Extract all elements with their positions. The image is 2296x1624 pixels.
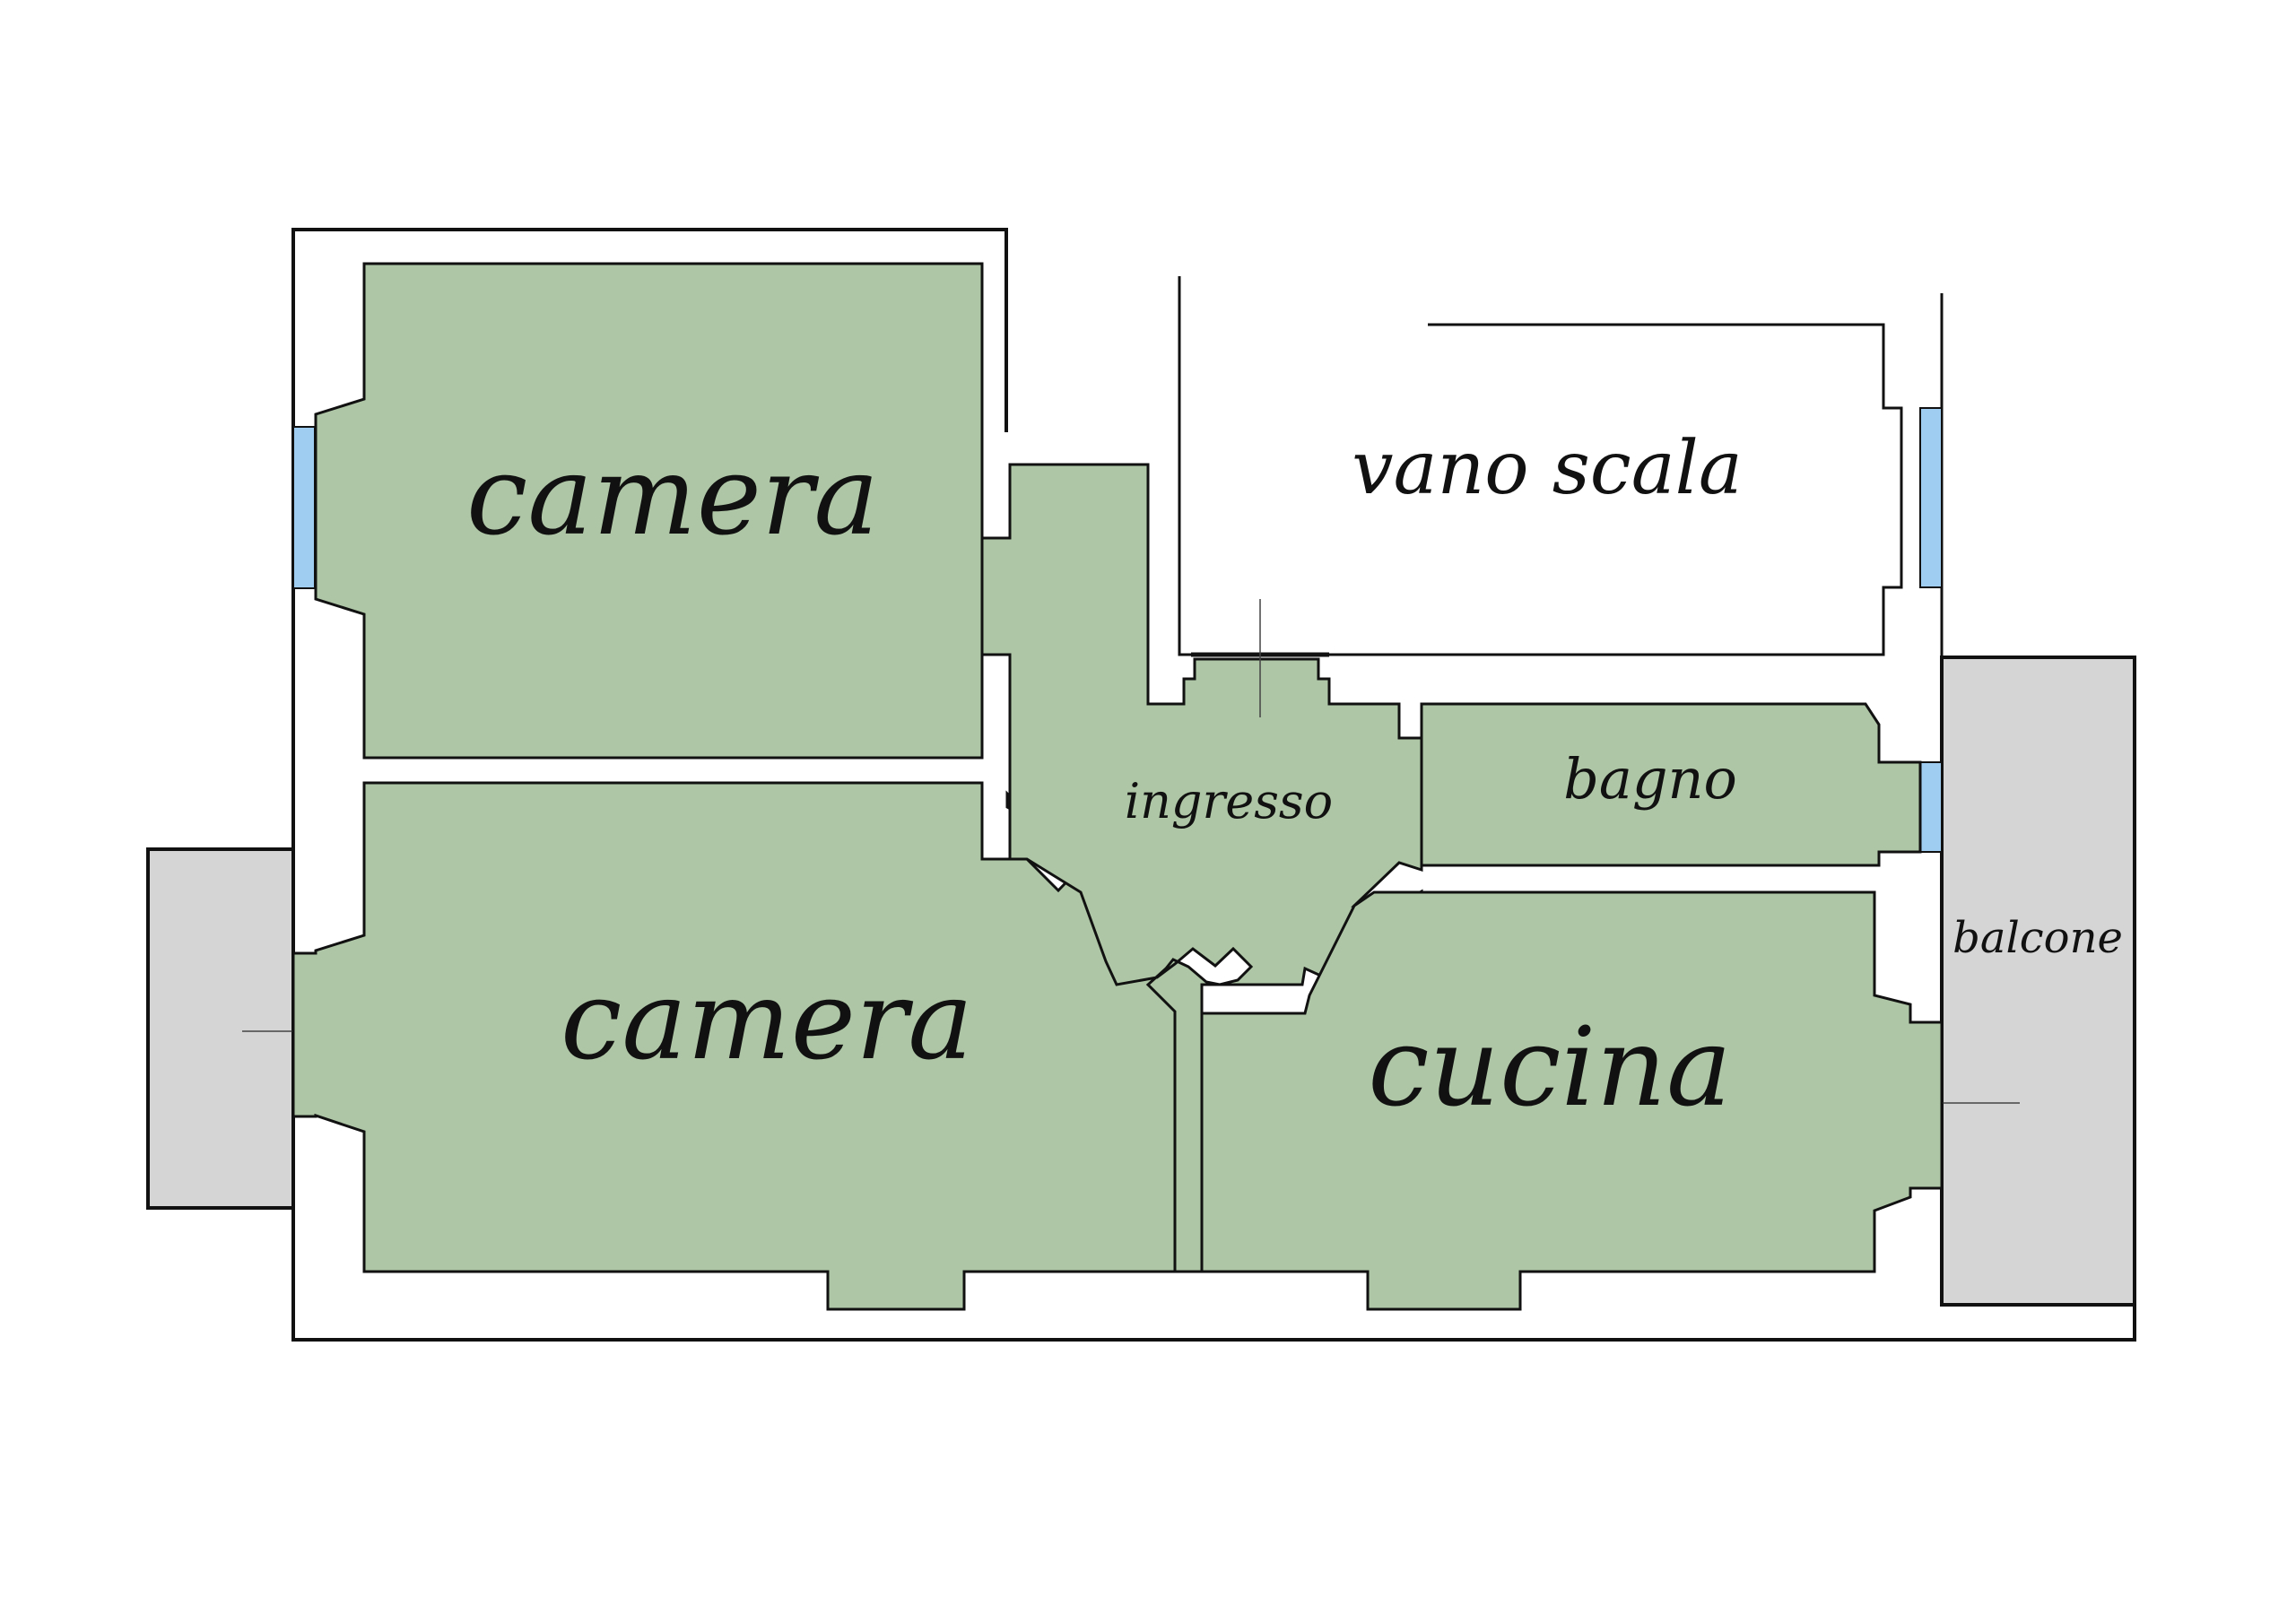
window-top-left	[292, 426, 316, 589]
label-vano-scala: vano scala	[1352, 426, 1742, 511]
label-camera-top: camera	[466, 432, 879, 560]
label-camera-bottom: camera	[561, 957, 973, 1084]
window-stairwell	[1919, 407, 1943, 588]
label-cucina: cucina	[1368, 1003, 1732, 1131]
room-camera-bottom	[291, 781, 1177, 1311]
room-cucina	[1200, 890, 1944, 1311]
right-balcony	[1940, 656, 2136, 1307]
label-balcone: balcone	[1952, 913, 2123, 963]
left-balcony	[146, 847, 295, 1210]
window-bagno	[1919, 761, 1943, 853]
room-bagno	[1420, 702, 1922, 867]
label-bagno: bagno	[1563, 746, 1737, 812]
stairwell-wall	[1178, 276, 1903, 656]
room-camera-top	[314, 262, 984, 760]
label-ingresso: ingresso	[1125, 773, 1333, 829]
